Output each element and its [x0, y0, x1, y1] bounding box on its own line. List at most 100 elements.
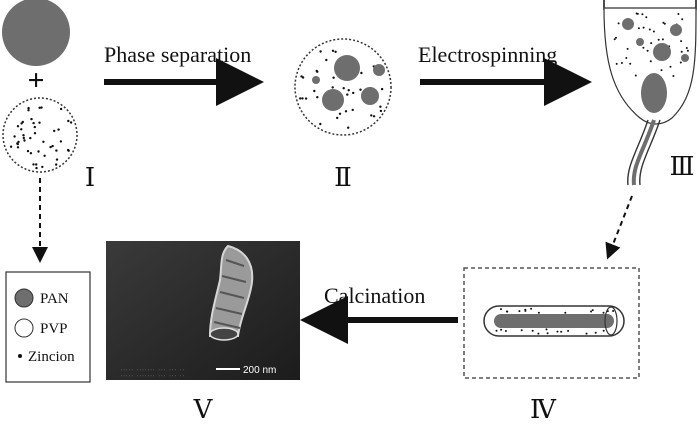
stage-label-iii: Ⅲ	[669, 152, 694, 181]
scale-bar-label: 200 nm	[243, 365, 276, 376]
zinc-ion-dot	[530, 307, 533, 310]
zinc-ion-dot	[637, 27, 640, 30]
zinc-ion-dot	[641, 13, 644, 16]
zinc-ion-dot	[319, 122, 322, 126]
zinc-ion-dot	[352, 91, 355, 95]
zinc-ion-dot	[16, 125, 20, 128]
zinc-ion-dot	[602, 311, 605, 314]
zinc-ion-dot	[642, 46, 645, 49]
legend-zincion-label: Zincion	[28, 349, 75, 365]
legend-pan-swatch	[14, 288, 34, 308]
zinc-ion-dot	[504, 330, 507, 332]
zinc-ion-dot	[41, 165, 44, 169]
zinc-ion-dot	[620, 62, 623, 64]
stage-label-i: Ⅰ	[85, 163, 95, 192]
pan-domain	[636, 38, 644, 46]
zinc-ion-dot	[359, 88, 362, 91]
zinc-ion-dot	[67, 119, 70, 123]
zinc-ion-dot	[629, 62, 632, 65]
zinc-ion-dot	[680, 40, 683, 43]
zinc-ion-dot	[380, 87, 384, 91]
legend-pvp-swatch	[14, 318, 34, 338]
svg-text:····· ······· ··· ··· ··: ····· ······· ··· ··· ··	[120, 374, 185, 379]
zinc-ion-dot	[634, 74, 637, 77]
zinc-ion-dot	[334, 50, 337, 53]
zinc-ion-dot	[344, 110, 348, 113]
zinc-ion-dot	[645, 16, 648, 19]
zinc-ion-dot	[669, 65, 672, 68]
zinc-ion-dot	[301, 97, 304, 100]
zinc-ion-dot	[505, 310, 508, 313]
pan-solution-disc	[2, 0, 70, 66]
zinc-ion-dot	[338, 112, 342, 116]
zinc-ion-dot	[531, 329, 534, 332]
zinc-ion-dot	[650, 42, 653, 45]
stage-label-iv: Ⅳ	[530, 395, 557, 424]
zinc-ion-dot	[9, 145, 13, 148]
zinc-ion-dot	[677, 13, 680, 15]
zinc-ion-dot	[53, 129, 56, 133]
pan-domain	[622, 18, 634, 30]
zinc-ion-dot	[27, 106, 30, 110]
legend: PAN PVP Zincion	[5, 271, 91, 383]
zinc-ion-dot	[495, 329, 498, 332]
zinc-ion-dot	[22, 136, 25, 140]
zinc-ion-dot	[537, 311, 540, 314]
zinc-ion-dot	[55, 163, 58, 166]
zinc-ion-dot	[29, 152, 33, 155]
zinc-ion-dot	[524, 309, 527, 312]
step-label-electrospinning: Electrospinning	[418, 42, 557, 67]
pan-core	[494, 314, 614, 328]
zinc-ion-dot	[33, 125, 36, 129]
step-label-phase-separation: Phase separation	[104, 42, 251, 67]
zinc-ion-dot	[42, 140, 45, 143]
fiber-end	[604, 306, 618, 336]
zinc-ion-dot	[346, 93, 349, 96]
zinc-ion-dot	[22, 134, 25, 137]
zinc-ion-dot	[537, 332, 540, 335]
stage-ii-droplet	[294, 38, 392, 136]
legend-pan-label: PAN	[40, 291, 69, 307]
zinc-ion-dot	[332, 76, 335, 79]
zinc-ion-dot	[546, 332, 549, 335]
zinc-ion-dot	[23, 139, 26, 142]
zinc-ion-dot	[59, 140, 63, 143]
zinc-ion-dot	[594, 331, 597, 334]
zinc-ion-dot	[370, 114, 373, 117]
sem-image: ····· ······· ··· ··· ·· ····· ······· ·…	[106, 241, 300, 380]
zinc-ion-dot	[379, 105, 382, 108]
zinc-ion-dot	[518, 310, 521, 313]
fiber-jet-core	[631, 119, 656, 186]
zinc-ion-dot	[680, 50, 683, 53]
zinc-ion-dot	[625, 57, 628, 59]
zinc-ion-dot	[325, 58, 328, 62]
zinc-ion-dot	[617, 22, 620, 25]
zinc-ion-dot	[319, 50, 322, 53]
zinc-ion-dot	[672, 75, 675, 77]
zinc-ion-dot	[29, 136, 32, 140]
zinc-ion-dot	[32, 163, 35, 166]
zinc-ion-dot	[662, 21, 665, 24]
zinc-ion-dot	[37, 150, 40, 153]
zinc-ion-dot	[20, 128, 23, 131]
zinc-ion-dot	[347, 126, 350, 129]
zinc-ion-dot	[347, 89, 350, 92]
pan-domain	[670, 24, 682, 36]
zinc-ion-dot	[585, 332, 588, 335]
zinc-ion-dot	[26, 149, 30, 153]
zinc-ion-dot	[55, 158, 59, 161]
zinc-ion-dot	[32, 121, 35, 125]
svg-text:····· ······· ··· ··· ··: ····· ······· ··· ··· ··	[120, 368, 185, 373]
zinc-ion-dot	[661, 38, 664, 41]
legend-zincion-swatch	[18, 354, 22, 358]
zinc-ion-dot	[626, 47, 629, 50]
zinc-ion-dot	[16, 146, 20, 149]
zinc-ion-dot	[33, 132, 37, 135]
pan-domain	[653, 43, 671, 61]
zinc-ion-dot	[13, 135, 16, 138]
zinc-ion-dot	[556, 330, 559, 333]
zinc-ion-dot	[331, 49, 335, 52]
zinc-ion-dot	[51, 144, 54, 148]
zinc-ion-dot	[591, 309, 594, 312]
